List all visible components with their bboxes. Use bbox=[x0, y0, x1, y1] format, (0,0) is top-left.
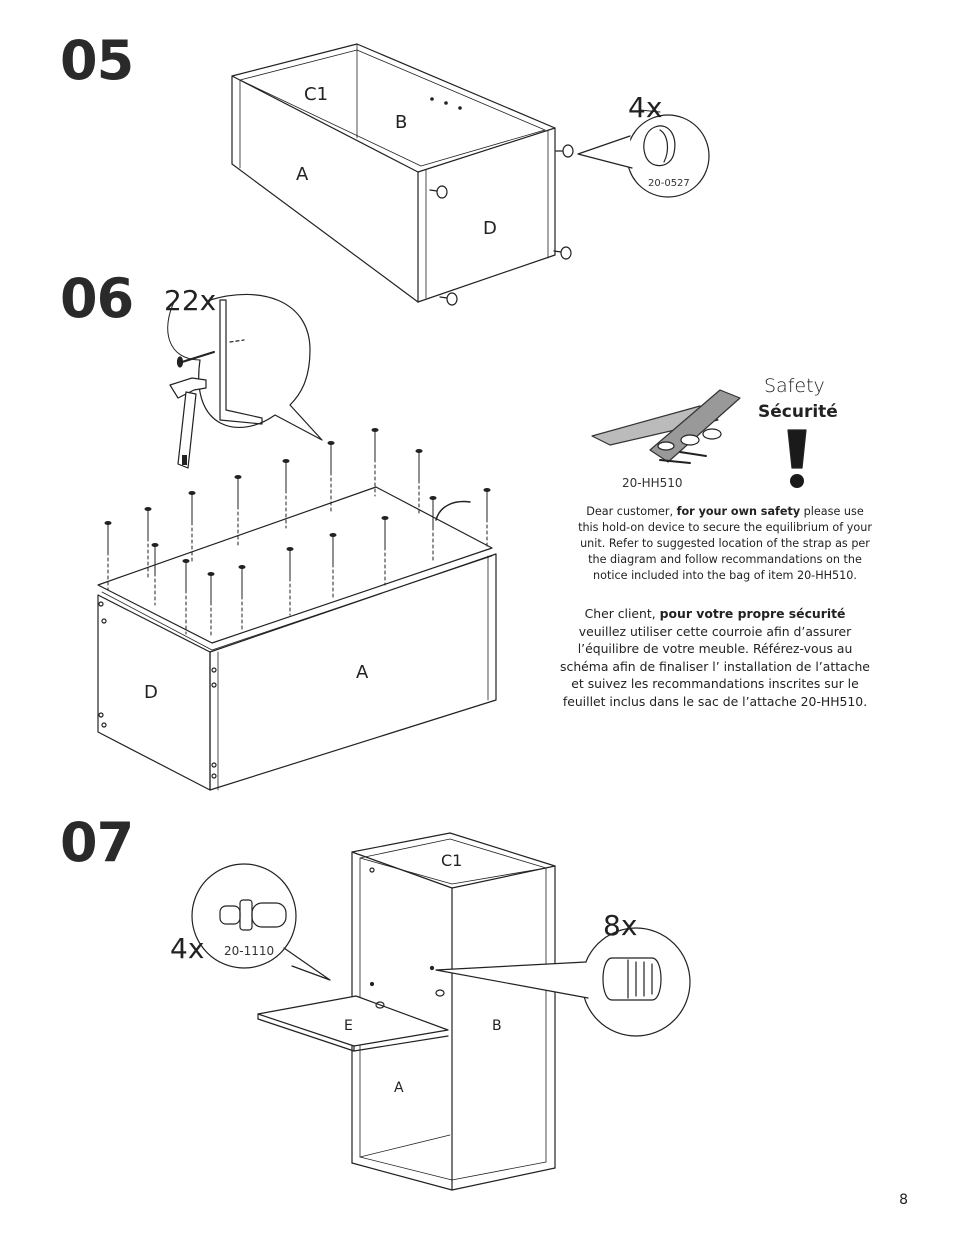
label-e-step07: E bbox=[344, 1018, 353, 1034]
safety-note-fr-bold: pour votre propre sécurité bbox=[659, 606, 846, 621]
step05-cabinet-drawing bbox=[231, 43, 710, 306]
part-code-shelf-pin: 20-1110 bbox=[224, 944, 274, 958]
page-number: 8 bbox=[899, 1192, 908, 1208]
safety-note-fr: Cher client, pour votre propre sécurité … bbox=[560, 605, 870, 710]
warning-icon bbox=[787, 429, 807, 469]
hammer-icon bbox=[169, 377, 207, 469]
label-a-step05: A bbox=[296, 164, 309, 185]
nail-icons-group bbox=[104, 428, 491, 639]
label-d-step06: D bbox=[144, 682, 158, 703]
step-number-06: 06 bbox=[60, 267, 134, 330]
label-b-step05: B bbox=[395, 112, 407, 133]
qty-shelf-pins: 4x bbox=[170, 932, 204, 965]
dowel-icon bbox=[602, 957, 662, 1001]
label-c1-step07: C1 bbox=[441, 851, 462, 870]
safety-title-fr: Sécurité bbox=[758, 402, 838, 422]
step07-cabinet-drawing bbox=[191, 832, 691, 1191]
safety-note-en: Dear customer, for your own safety pleas… bbox=[575, 504, 875, 584]
safety-note-en-bold: for your own safety bbox=[676, 505, 801, 518]
safety-part-code: 20-HH510 bbox=[622, 476, 683, 490]
step-number-05: 05 bbox=[60, 29, 134, 92]
label-a-step06: A bbox=[356, 662, 369, 683]
shelf-pin-icon bbox=[219, 899, 287, 931]
nail-icon bbox=[176, 351, 215, 368]
safety-note-fr-lead: Cher client, bbox=[584, 606, 660, 621]
glide-icon bbox=[429, 144, 574, 306]
qty-dowels: 8x bbox=[603, 909, 637, 942]
safety-strap-illustration bbox=[591, 389, 807, 488]
safety-title-en: Safety bbox=[764, 375, 825, 397]
part-code-glide: 20-0527 bbox=[648, 178, 690, 189]
safety-note-fr-rest: veuillez utiliser cette courroie afin d’… bbox=[560, 623, 870, 709]
label-a-step07: A bbox=[394, 1080, 404, 1096]
callout-bubble-shelf-pin bbox=[191, 863, 297, 969]
callout-bubble-nail bbox=[198, 293, 323, 441]
safety-note-en-rest: please use this hold-on device to secure… bbox=[578, 505, 872, 582]
qty-glides: 4x bbox=[628, 91, 662, 124]
step06-back-panel-drawing bbox=[97, 293, 497, 791]
label-c1-step05: C1 bbox=[304, 84, 328, 105]
label-b-step07: B bbox=[492, 1018, 502, 1034]
qty-nails: 22x bbox=[164, 284, 216, 317]
label-d-step05: D bbox=[483, 218, 497, 239]
glide-detail-icon bbox=[643, 125, 676, 167]
safety-note-en-lead: Dear customer, bbox=[586, 505, 677, 518]
step-number-07: 07 bbox=[60, 811, 134, 874]
